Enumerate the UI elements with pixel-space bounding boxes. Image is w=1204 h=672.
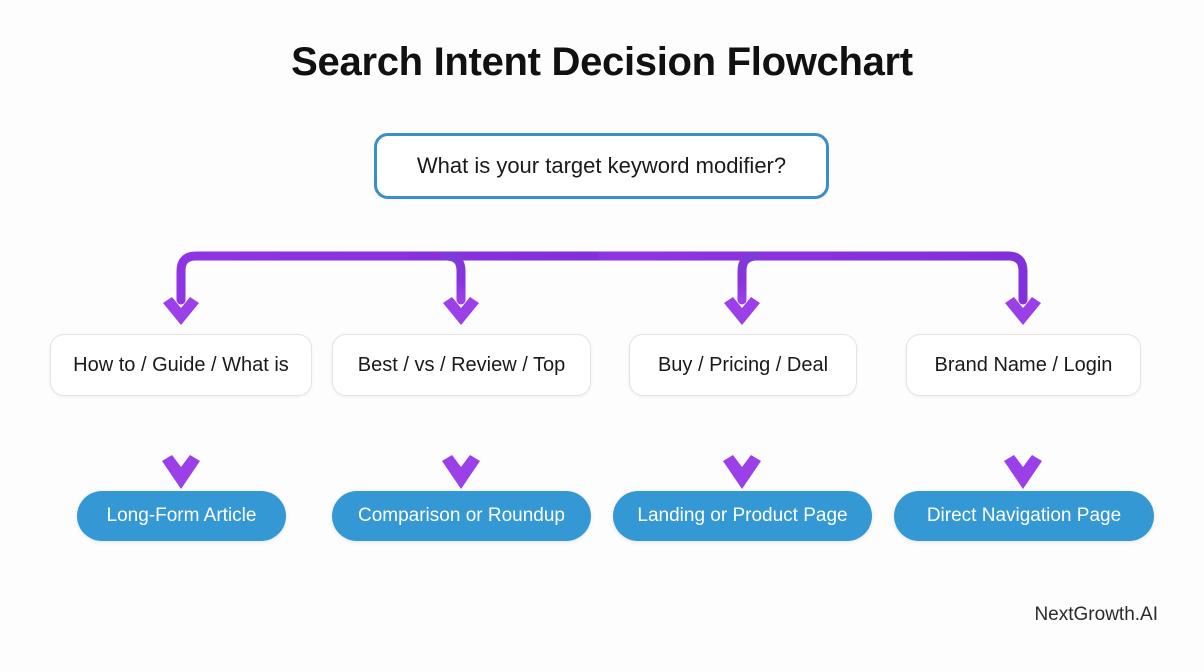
arrowhead-to-modifier-4 bbox=[1005, 297, 1041, 325]
arrowhead-to-outcome-2 bbox=[442, 455, 480, 489]
root-decision-node[interactable]: What is your target keyword modifier? bbox=[374, 133, 829, 199]
outcome-pill-3-label: Landing or Product Page bbox=[637, 505, 848, 526]
brand-watermark: NextGrowth.AI bbox=[1034, 604, 1158, 625]
arrowhead-to-modifier-1 bbox=[163, 297, 199, 325]
modifier-box-4[interactable]: Brand Name / Login bbox=[906, 334, 1141, 396]
modifier-box-3[interactable]: Buy / Pricing / Deal bbox=[629, 334, 857, 396]
edge-bus-right bbox=[597, 251, 1028, 305]
modifier-box-2-label: Best / vs / Review / Top bbox=[357, 353, 566, 376]
outcome-pill-2[interactable]: Comparison or Roundup bbox=[332, 491, 591, 541]
modifier-box-4-label: Brand Name / Login bbox=[934, 353, 1113, 376]
arrowhead-to-modifier-3 bbox=[724, 297, 760, 325]
modifier-box-3-label: Buy / Pricing / Deal bbox=[657, 353, 829, 376]
outcome-pill-3[interactable]: Landing or Product Page bbox=[613, 491, 872, 541]
modifier-box-1[interactable]: How to / Guide / What is bbox=[50, 334, 312, 396]
arrowhead-to-outcome-4 bbox=[1004, 455, 1042, 489]
arrowhead-to-outcome-1 bbox=[162, 455, 200, 489]
outcome-pill-1[interactable]: Long-Form Article bbox=[77, 491, 286, 541]
outcome-pill-4-label: Direct Navigation Page bbox=[926, 505, 1122, 526]
edge-bus-left bbox=[176, 251, 607, 305]
outcome-pill-4[interactable]: Direct Navigation Page bbox=[894, 491, 1154, 541]
edge-drop-col2 bbox=[441, 251, 466, 305]
outcome-pill-2-label: Comparison or Roundup bbox=[357, 505, 565, 526]
outcome-pill-1-label: Long-Form Article bbox=[106, 505, 257, 526]
modifier-box-1-label: How to / Guide / What is bbox=[73, 353, 289, 376]
arrowhead-to-outcome-3 bbox=[723, 455, 761, 489]
edge-drop-col3 bbox=[737, 251, 762, 305]
page-title: Search Intent Decision Flowchart bbox=[291, 40, 913, 84]
root-decision-label: What is your target keyword modifier? bbox=[416, 153, 787, 178]
arrowhead-to-modifier-2 bbox=[443, 297, 479, 325]
modifier-box-2[interactable]: Best / vs / Review / Top bbox=[332, 334, 591, 396]
